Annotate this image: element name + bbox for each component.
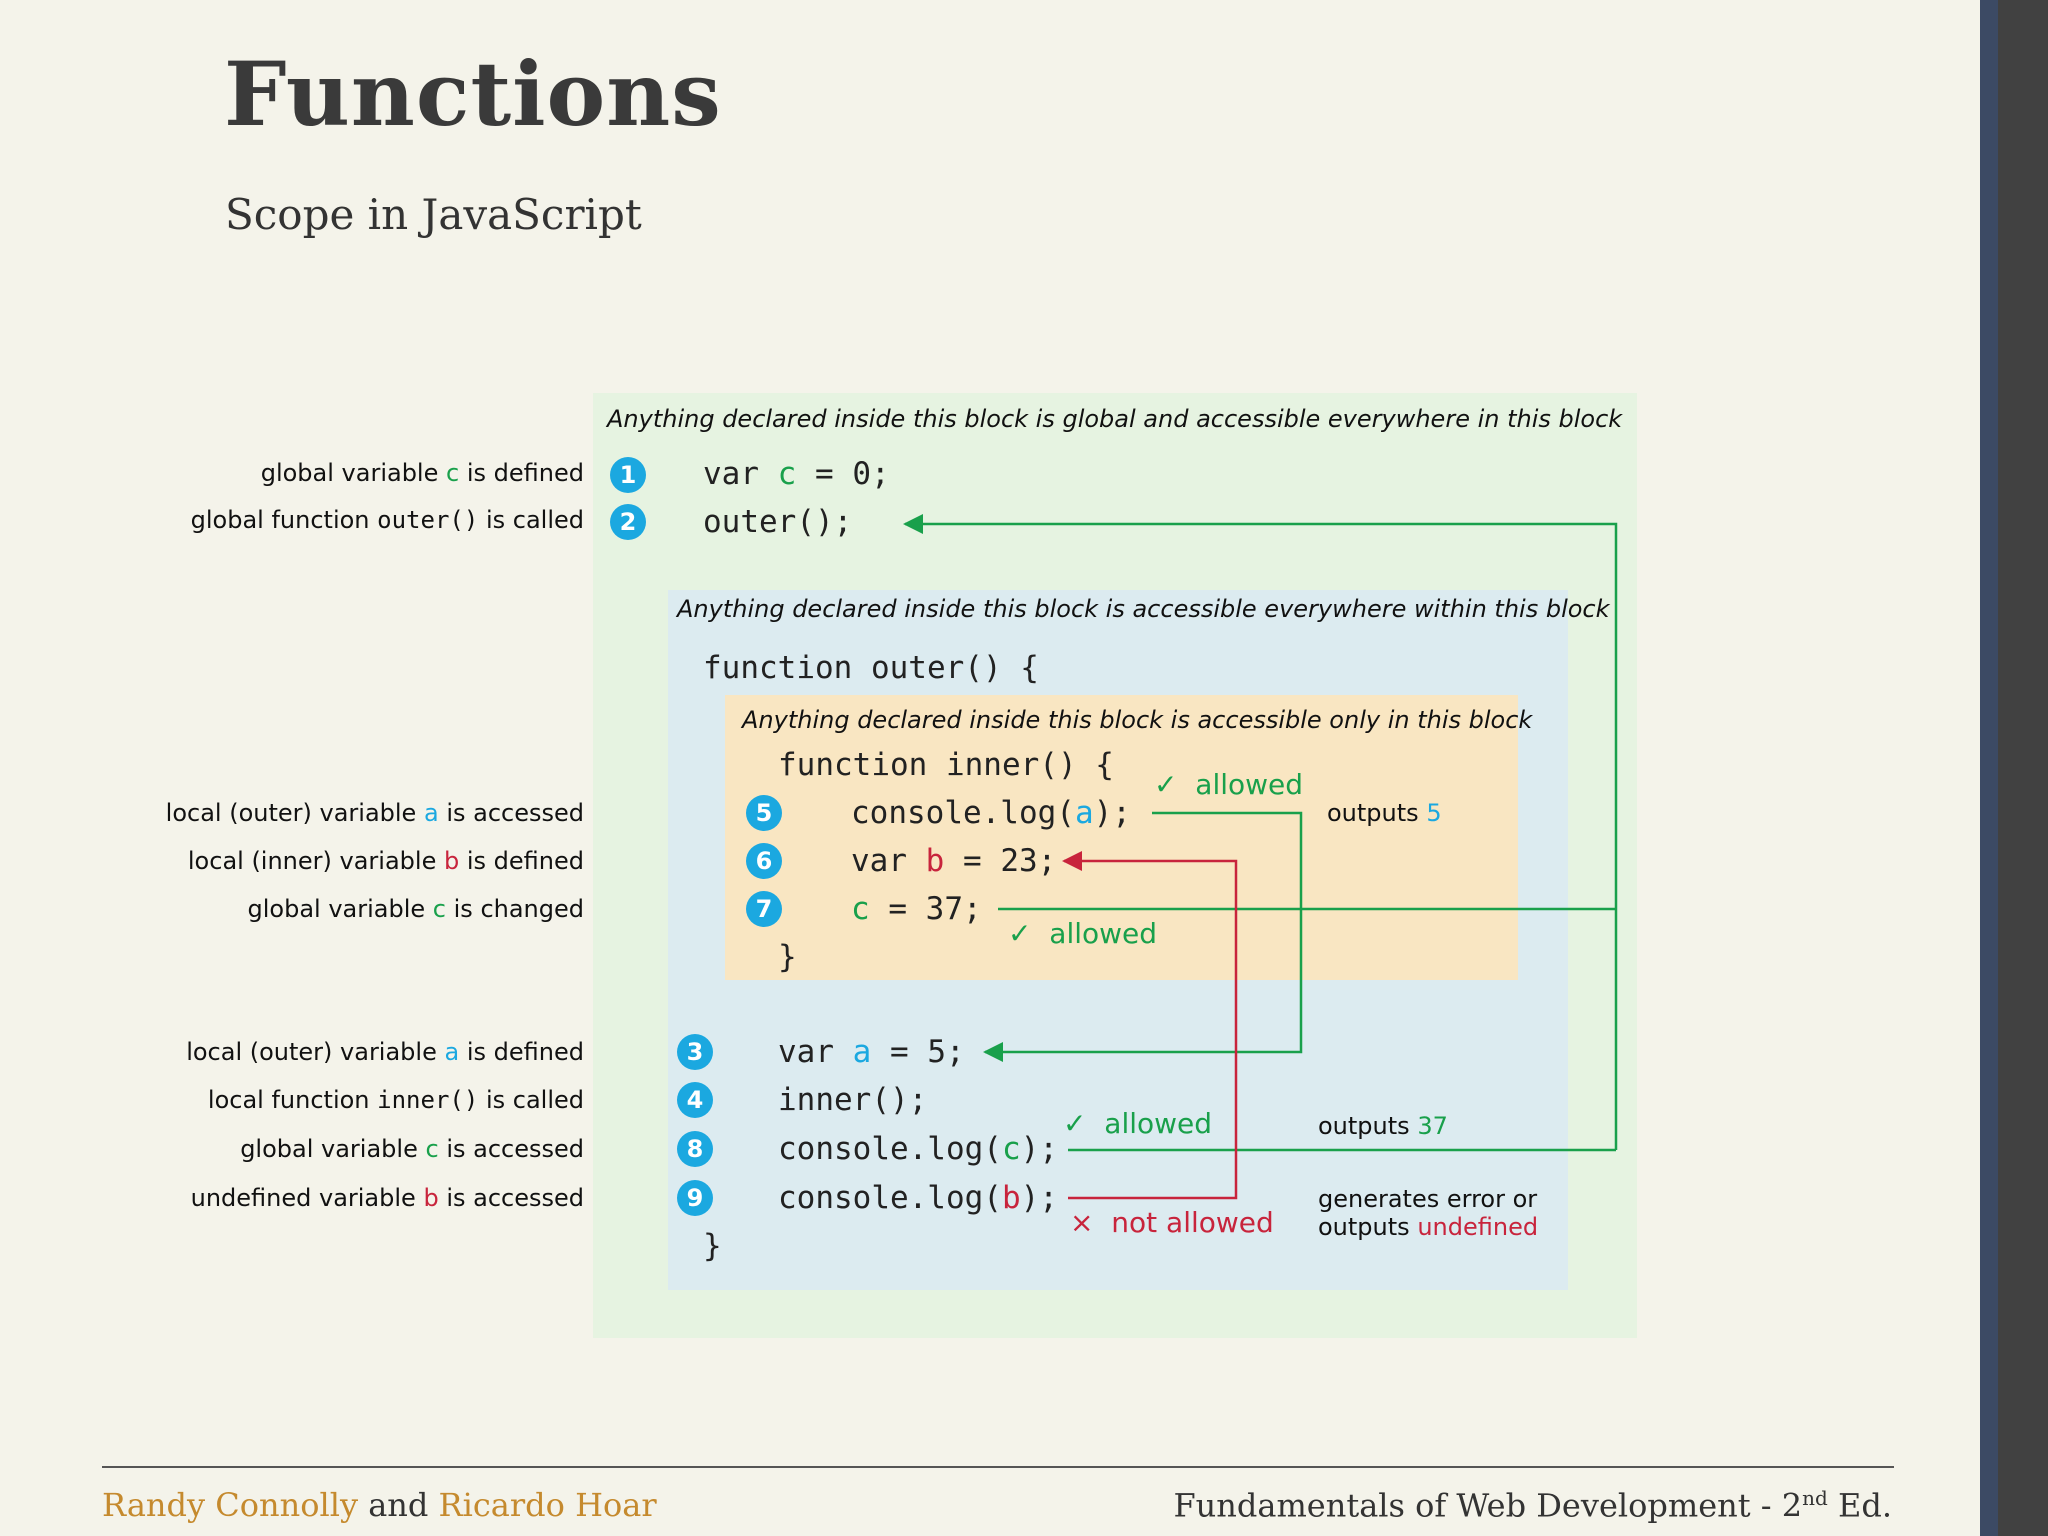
allowed-note-log-c: ✓ allowed [1063, 1107, 1213, 1140]
label-step-8: global variable c is accessed [240, 1135, 584, 1163]
code-line-var-b: var b = 23; [851, 843, 1057, 879]
code-line-inner-close: } [778, 939, 797, 975]
check-icon: ✓ [1008, 917, 1032, 950]
step-badge-2: 2 [610, 504, 646, 540]
code-line-inner-def: function inner() { [778, 747, 1114, 783]
page-subtitle: Scope in JavaScript [225, 190, 642, 239]
step-badge-6: 6 [746, 843, 782, 879]
step-badge-1: 1 [610, 457, 646, 493]
label-step-1: global variable c is defined [260, 459, 584, 487]
code-line-log-a: console.log(a); [851, 795, 1131, 831]
code-line-log-b: console.log(b); [778, 1180, 1058, 1216]
footer-authors: Randy Connolly and Ricardo Hoar [102, 1486, 657, 1524]
outer-block-caption: Anything declared inside this block is a… [677, 595, 1610, 623]
step-badge-5: 5 [746, 795, 782, 831]
label-step-9: undefined variable b is accessed [190, 1184, 584, 1212]
global-block-caption: Anything declared inside this block is g… [607, 405, 1623, 433]
code-line-var-c: var c = 0; [703, 456, 890, 492]
page-title: Functions [224, 42, 722, 146]
arrow-log-a-to-var-a [983, 811, 1303, 1062]
code-line-log-c: console.log(c); [778, 1131, 1058, 1167]
allowed-note-log-a: ✓ allowed [1154, 768, 1304, 801]
label-step-4: local function inner() is called [207, 1086, 584, 1114]
inner-block-caption: Anything declared inside this block is a… [742, 706, 1533, 734]
not-allowed-note-log-b: × not allowed [1070, 1206, 1274, 1239]
output-note-5: outputs 5 [1327, 799, 1442, 827]
code-line-outer-def: function outer() { [703, 650, 1039, 686]
code-line-outer-call: outer(); [703, 504, 853, 540]
cross-icon: × [1070, 1206, 1094, 1239]
label-step-5: local (outer) variable a is accessed [165, 799, 584, 827]
sidebar-accent-bar [1980, 0, 1998, 1536]
output-note-37: outputs 37 [1318, 1112, 1448, 1140]
code-line-outer-close: } [703, 1228, 722, 1264]
footer-book-title: Fundamentals of Web Development - 2nd Ed… [1173, 1486, 1892, 1525]
allowed-note-c37: ✓ allowed [1008, 917, 1158, 950]
arrow-log-b-to-var-b [1062, 851, 1238, 1200]
check-icon: ✓ [1063, 1107, 1087, 1140]
label-step-7: global variable c is changed [247, 895, 585, 923]
label-step-6: local (inner) variable b is defined [187, 847, 584, 875]
sidebar-dark-bar [1998, 0, 2048, 1536]
check-icon: ✓ [1154, 768, 1178, 801]
step-badge-8: 8 [677, 1131, 713, 1167]
arrow-global-rail [903, 514, 1618, 1150]
footer-divider [102, 1466, 1894, 1468]
label-step-2: global function outer() is called [190, 506, 584, 534]
label-step-3: local (outer) variable a is defined [186, 1038, 584, 1066]
inner-scope-block [725, 695, 1518, 980]
code-line-c-37: c = 37; [851, 891, 982, 927]
code-line-inner-call: inner(); [778, 1082, 928, 1118]
step-badge-9: 9 [677, 1180, 713, 1216]
code-line-var-a: var a = 5; [778, 1034, 965, 1070]
step-badge-3: 3 [677, 1034, 713, 1070]
step-badge-7: 7 [746, 891, 782, 927]
step-badge-4: 4 [677, 1082, 713, 1118]
